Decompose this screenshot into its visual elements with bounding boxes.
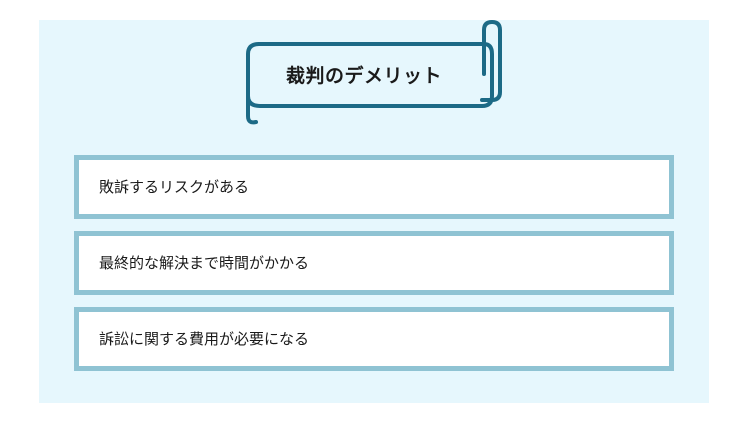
page-title: 裁判のデメリット (285, 65, 442, 87)
list-item-label: 訴訟に関する費用が必要になる (99, 330, 310, 348)
scroll-banner-graphic (246, 20, 502, 125)
list-item: 最終的な解決まで時間がかかる (74, 231, 674, 295)
list-item-label: 敗訴するリスクがある (99, 178, 250, 196)
scroll-banner: 裁判のデメリット (246, 20, 506, 126)
list-item-label: 最終的な解決まで時間がかかる (99, 254, 310, 272)
list-item: 訴訟に関する費用が必要になる (74, 307, 674, 371)
list-item: 敗訴するリスクがある (74, 155, 674, 219)
